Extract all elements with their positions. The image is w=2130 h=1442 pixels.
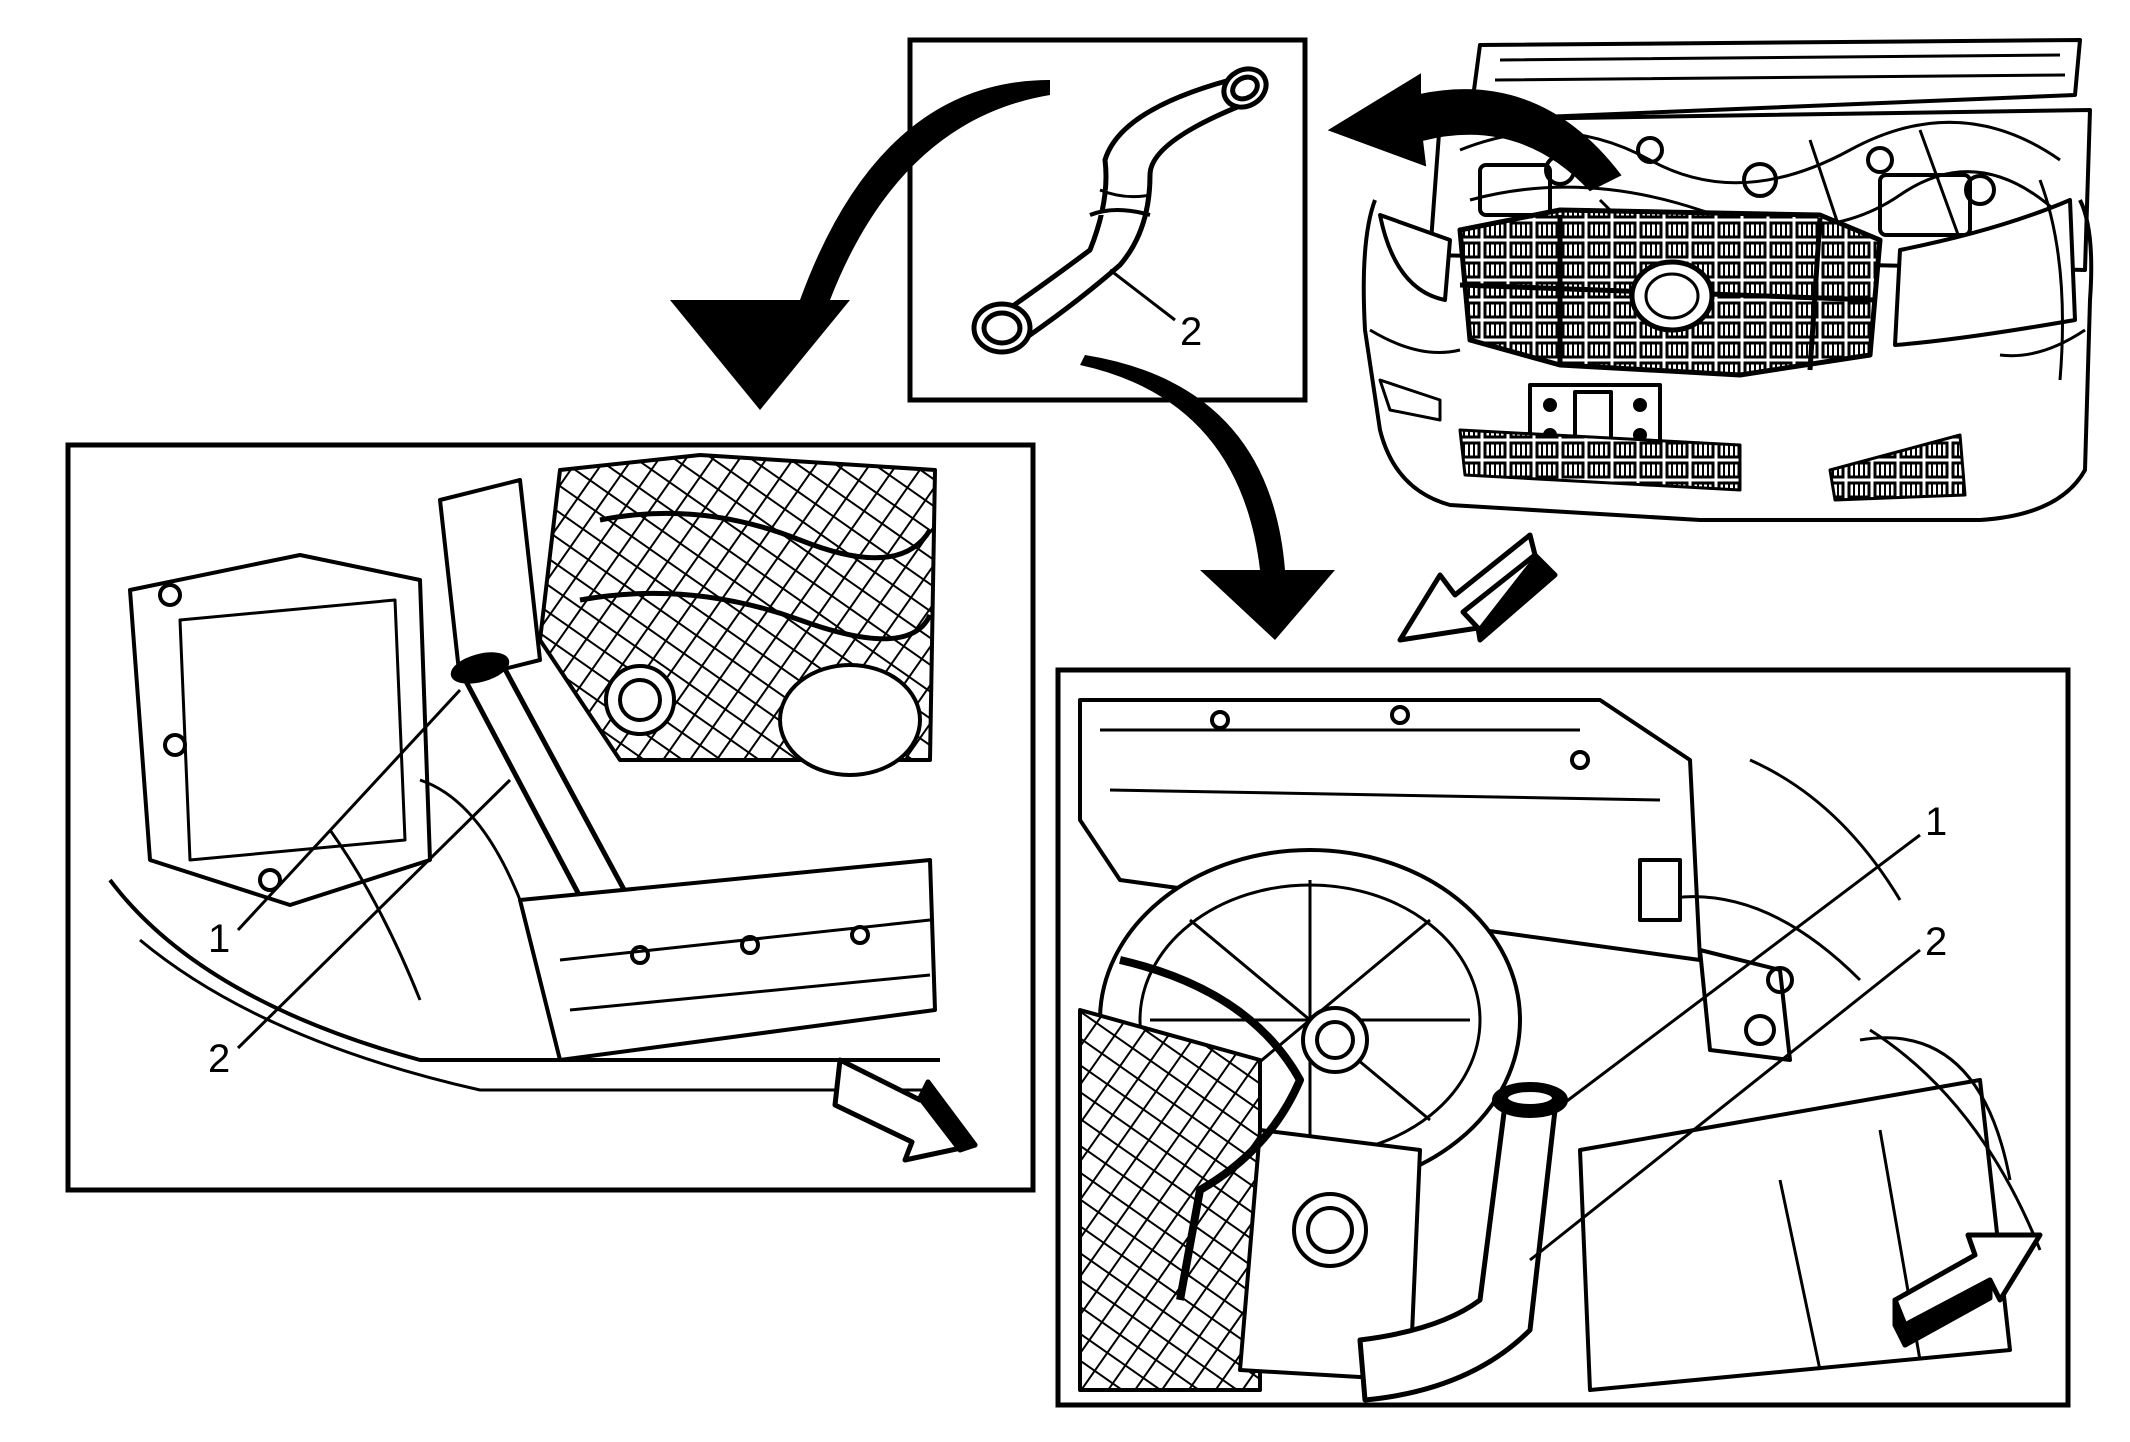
curved-arrow-icon <box>1080 355 1335 640</box>
engine-right-illustration <box>1078 698 2042 1403</box>
hose-detail-panel: 2 <box>907 37 1308 403</box>
left-callout-2-leader <box>236 778 512 1050</box>
right-callout-2-leader <box>1529 948 1921 1262</box>
right-callout-1: 1 <box>1925 800 1947 844</box>
hose-callout-2: 2 <box>1180 310 1202 354</box>
view-direction-arrow-icon <box>832 1057 978 1163</box>
left-callout-1-leader <box>236 688 462 932</box>
left-callout-2: 2 <box>208 1037 230 1081</box>
right-callout-1-leader <box>1554 833 1921 1112</box>
engine-left-panel: 1 2 <box>65 442 1036 1193</box>
curved-arrow-icon <box>670 80 1050 410</box>
left-callout-1: 1 <box>208 917 230 961</box>
radiator-hose <box>971 66 1269 355</box>
right-callout-2: 2 <box>1925 920 1947 964</box>
view-direction-arrow-icon <box>1892 1232 2043 1348</box>
curved-arrow-icon <box>1327 73 1622 192</box>
engine-right-panel: 1 2 <box>1055 667 2071 1408</box>
engine-left-illustration <box>108 453 940 1092</box>
view-direction-arrow-icon <box>1397 532 1558 643</box>
hose-callout-leader <box>1109 268 1176 322</box>
